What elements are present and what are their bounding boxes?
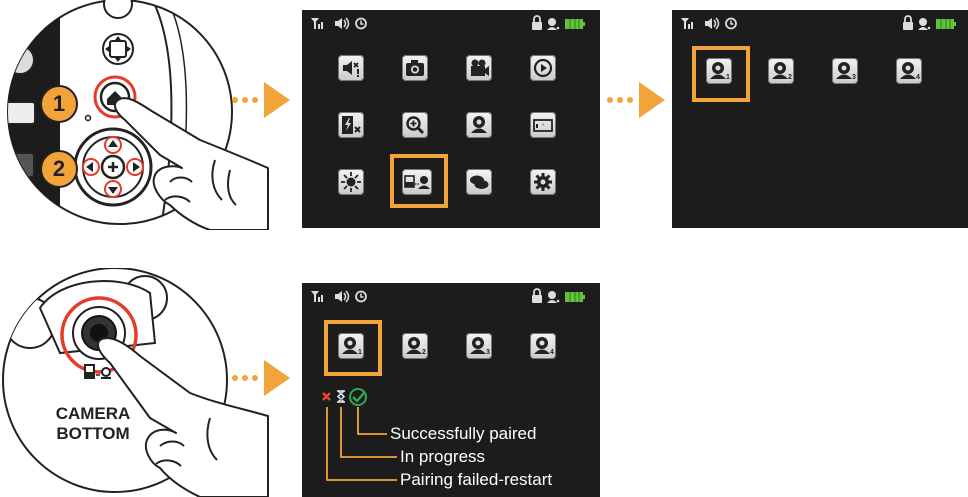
legend-progress-label: In progress: [400, 447, 486, 466]
clock-icon: [725, 17, 737, 30]
status-bar: [302, 283, 600, 311]
camera-status-icon: [918, 18, 931, 30]
menu-screen: °: [302, 10, 600, 228]
hand-pointer-2: [97, 337, 269, 497]
settings-icon[interactable]: [530, 169, 556, 195]
clock-icon: [355, 17, 367, 30]
speaker-icon: [705, 17, 720, 30]
camera-label-line1: CAMERA: [55, 404, 131, 423]
camera-slot-number: 1: [726, 74, 730, 81]
battery-icon: [936, 19, 956, 29]
camera-slot-2-icon[interactable]: 2: [402, 333, 428, 359]
legend-failed-label: Pairing failed-restart: [400, 470, 553, 489]
camera-slot-number: 3: [486, 349, 490, 356]
camera-slot-1-icon[interactable]: 1: [338, 333, 364, 359]
photo-icon[interactable]: [402, 55, 428, 81]
step-2-badge: 2: [40, 150, 78, 188]
camera-slot-number: 4: [550, 349, 554, 356]
camera-label-line2: BOTTOM: [56, 424, 130, 443]
chat-icon[interactable]: [466, 169, 492, 195]
camera-slot-number: 2: [422, 349, 426, 356]
speaker-icon: [335, 290, 350, 303]
camera-slot-number: 1: [358, 349, 362, 356]
camera-bottom-label: CAMERA BOTTOM: [48, 404, 138, 444]
pair-camera-icon[interactable]: [402, 169, 432, 195]
camera-status-icon: [547, 291, 560, 303]
flash-off-icon[interactable]: [338, 112, 364, 138]
camera-select-screen: 1 2 3 4: [672, 10, 968, 228]
success-check-icon: [349, 388, 367, 406]
signal-icon: [311, 291, 323, 302]
svg-text:°: °: [542, 124, 545, 130]
camera-bottom-drawing: [2, 268, 269, 497]
camera-icon[interactable]: [466, 112, 492, 138]
hand-pointer: [113, 97, 269, 230]
pair-symbol-icon: [84, 364, 111, 379]
lock-icon: [903, 15, 913, 30]
camera-bottom-closeup: CAMERA BOTTOM: [0, 268, 270, 497]
camera-slot-4-icon[interactable]: 4: [896, 58, 922, 84]
play-icon[interactable]: [530, 55, 556, 81]
monitor-closeup-drawing: [7, 0, 269, 230]
navigation-pad: [73, 127, 153, 207]
lock-icon: [532, 15, 542, 30]
camera-slot-4-icon[interactable]: 4: [530, 333, 556, 359]
battery-icon: [565, 19, 585, 29]
video-icon[interactable]: [466, 55, 492, 81]
camera-slot-number: 2: [788, 74, 792, 81]
camera-selection-highlight: [324, 320, 382, 376]
camera-slot-2-icon[interactable]: 2: [768, 58, 794, 84]
signal-icon: [311, 18, 323, 29]
clock-icon: [355, 290, 367, 303]
temperature-icon[interactable]: °: [530, 112, 556, 138]
signal-icon: [681, 18, 693, 29]
failed-x-icon: [322, 392, 331, 401]
zoom-icon[interactable]: [402, 112, 428, 138]
menu-selection-highlight: [390, 154, 448, 208]
brightness-icon[interactable]: [338, 169, 364, 195]
legend-success-label: Successfully paired: [390, 424, 537, 443]
hourglass-icon: [336, 390, 346, 403]
lock-icon: [532, 288, 542, 303]
camera-slot-number: 3: [852, 74, 856, 81]
camera-slot-1-icon[interactable]: 1: [706, 58, 732, 84]
status-bar: [302, 10, 600, 38]
pairing-status-screen: 1 2 3 4 Successfully paired In progress …: [302, 283, 600, 497]
battery-icon: [565, 292, 585, 302]
camera-slot-3-icon[interactable]: 3: [466, 333, 492, 359]
camera-slot-3-icon[interactable]: 3: [832, 58, 858, 84]
speaker-icon: [335, 17, 350, 30]
camera-status-icon: [547, 18, 560, 30]
step-1-badge: 1: [40, 85, 78, 123]
mute-icon[interactable]: [338, 55, 364, 81]
pairing-legend-lines: [322, 388, 397, 481]
camera-selection-highlight: [692, 46, 750, 102]
arrow-2: [607, 82, 665, 118]
camera-slot-number: 4: [916, 74, 920, 81]
monitor-closeup: 1 2: [0, 0, 270, 230]
status-bar: [672, 10, 968, 38]
dpad-icon: [102, 33, 134, 65]
